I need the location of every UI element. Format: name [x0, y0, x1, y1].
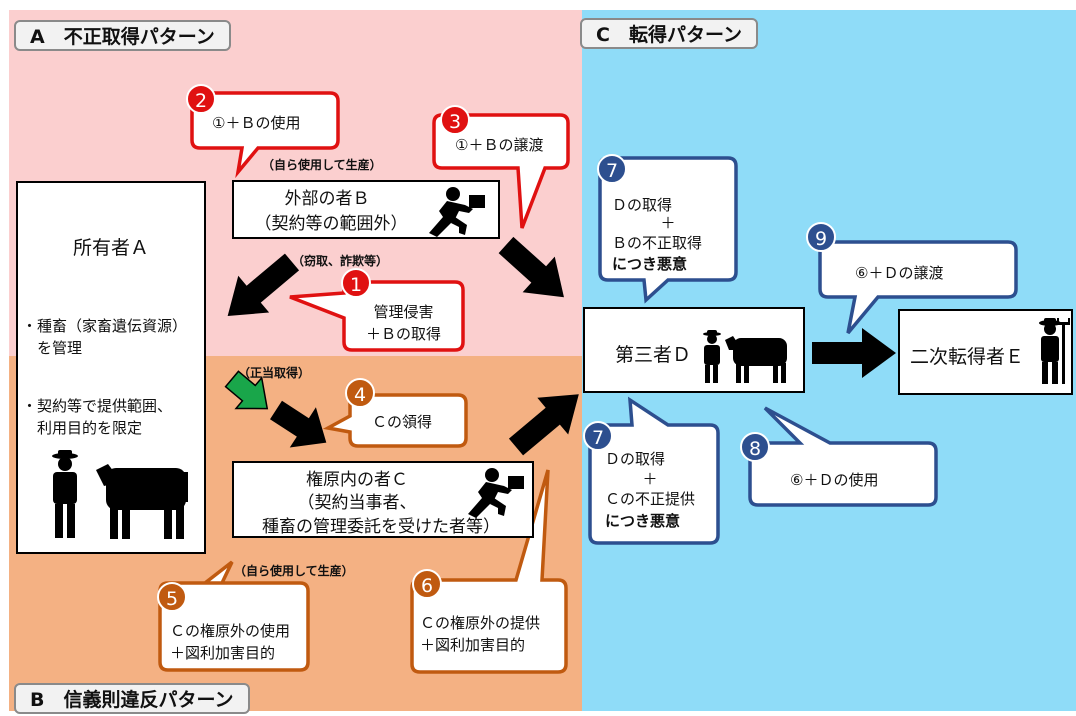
step-badge-9: 9: [806, 222, 836, 252]
step-badge-7a: 7: [597, 154, 627, 184]
owner-a-line1: ・種畜（家畜遺伝資源）: [22, 317, 188, 335]
callout-3-bubble: [432, 113, 570, 229]
step-badge-7b: 7: [583, 421, 613, 451]
callout-6-line1: Ｃの権原外の提供: [420, 614, 541, 632]
step-badge-3: 3: [440, 105, 470, 135]
section-b-label: B 信義則違反パターン: [14, 683, 250, 714]
outsider-b-name: 外部の者Ｂ: [284, 189, 370, 209]
callout-6-line2: ＋図利加害目的: [420, 636, 526, 654]
note-self-use-b: （自ら使用して生産）: [262, 158, 382, 172]
step-badge-4: 4: [345, 378, 375, 408]
step-badge-1: 1: [341, 268, 371, 298]
owner-a-line2: を管理: [22, 339, 83, 357]
callout-4-text: Ｃの領得: [372, 413, 433, 431]
callout-7a-line2: ＋: [660, 214, 676, 232]
step-badge-6: 6: [412, 569, 442, 599]
callout-5-line2: ＋図利加害目的: [170, 644, 276, 662]
step-badge-8: 8: [740, 432, 770, 462]
owner-a-line3: ・契約等で提供範囲、: [22, 397, 173, 415]
third-party-d-label: 第三者Ｄ: [615, 344, 692, 366]
callout-7b-line4: につき悪意: [605, 512, 681, 530]
callout-7b-line3: Ｃの不正提供: [605, 490, 696, 508]
step-badge-5: 5: [157, 582, 187, 612]
note-legit-acquire: （正当取得）: [238, 366, 311, 380]
owner-a-line4: 利用目的を限定: [22, 419, 143, 437]
callout-7b-line2: ＋: [642, 470, 658, 488]
callout-7a-line3: Ｂの不正取得: [612, 234, 703, 252]
insider-c-line2: （契約当事者、: [297, 493, 417, 513]
callout-9-text: ⑥＋Ｄの譲渡: [855, 264, 944, 282]
arrow-b-to-d: [498, 236, 564, 298]
arrow-d-to-e: [812, 328, 896, 378]
step-badge-2: 2: [186, 84, 216, 114]
callout-1-line1: 管理侵害: [373, 303, 434, 321]
callout-7a-line1: Ｄの取得: [612, 196, 673, 214]
note-theft-fraud: （窃取、詐欺等）: [292, 254, 389, 268]
callout-2-text: ①＋Ｂの使用: [212, 114, 301, 132]
callout-7b-line1: Ｄの取得: [605, 450, 666, 468]
insider-c-name: 権原内の者Ｃ: [306, 470, 408, 490]
section-a-label: A 不正取得パターン: [14, 20, 231, 51]
owner-a-title: 所有者Ａ: [72, 237, 149, 259]
outsider-b-scope: （契約等の範囲外）: [254, 214, 408, 234]
arrow-into-c: [270, 400, 327, 448]
note-self-use-c: （自ら使用して生産）: [234, 564, 354, 578]
arrow-b-to-a: [227, 253, 300, 316]
arrow-c-to-d: [508, 394, 579, 456]
callout-8-text: ⑥＋Ｄの使用: [790, 471, 879, 489]
secondary-acquirer-e-label: 二次転得者Ｅ: [910, 346, 1025, 368]
callout-1-line2: ＋Ｂの取得: [365, 325, 441, 343]
insider-c-line3: 種畜の管理委託を受けた者等）: [262, 517, 500, 537]
callout-8-bubble: [748, 406, 938, 507]
callout-7a-line4: につき悪意: [612, 255, 688, 273]
callout-5-line1: Ｃの権原外の使用: [170, 622, 291, 640]
callout-3-text: ①＋Ｂの譲渡: [455, 136, 544, 154]
section-c-label: C 転得パターン: [580, 18, 758, 49]
arrow-legit-acquire: [224, 370, 269, 410]
